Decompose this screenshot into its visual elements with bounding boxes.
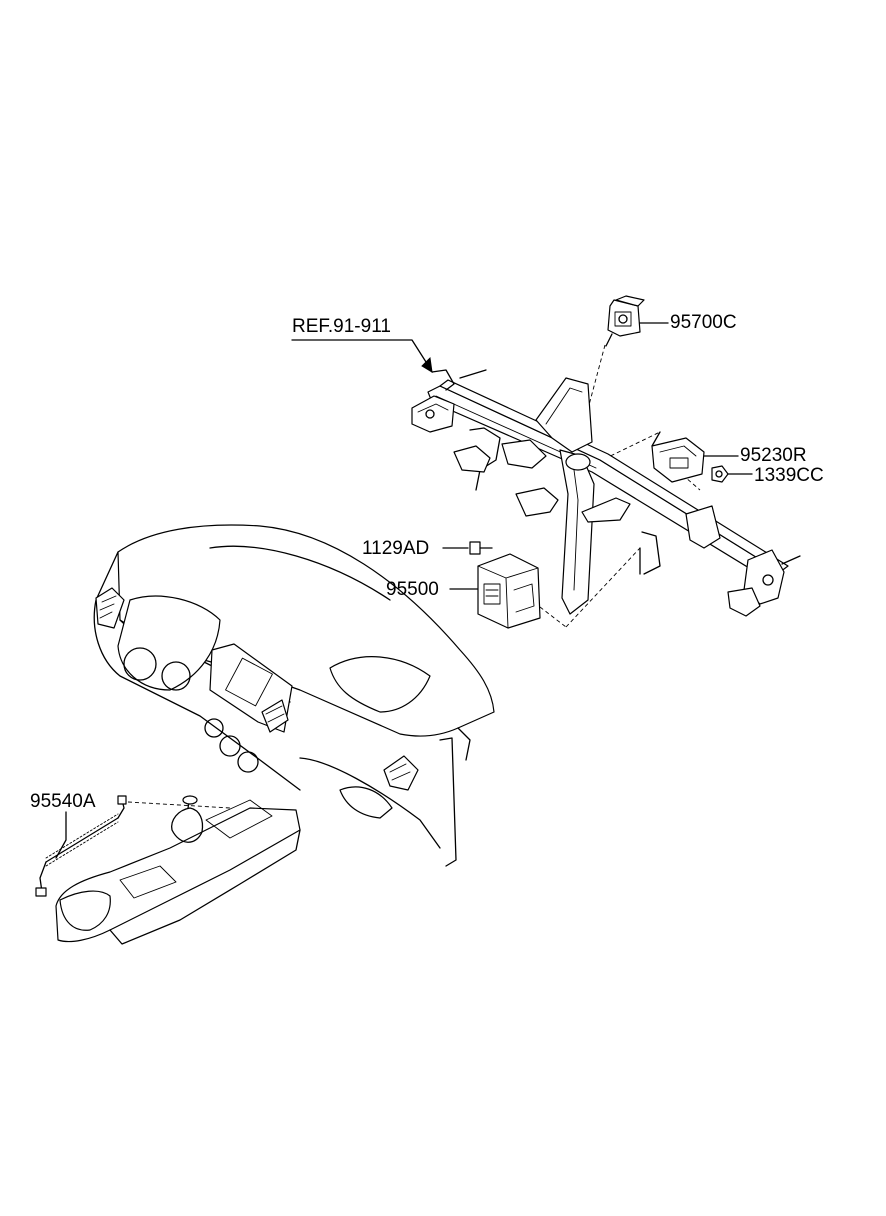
dash-95230R-a	[597, 431, 661, 463]
dash-95500-a	[539, 606, 567, 628]
dash-95540A	[127, 801, 231, 809]
label-95230R: 95230R	[740, 445, 807, 466]
ref-label: REF.91-911	[292, 316, 391, 337]
ref-arrowhead	[421, 356, 433, 373]
leader-95540A	[55, 811, 67, 859]
part-95230R-bracket	[651, 431, 705, 483]
part-95500-module	[477, 553, 541, 629]
label-1339CC: 1339CC	[754, 465, 824, 486]
center-console	[55, 795, 301, 945]
part-95700C-sensor	[605, 295, 645, 347]
label-1129AD: 1129AD	[362, 538, 430, 559]
part-95540A-harness	[35, 795, 127, 897]
cowl-cross-bar	[411, 369, 801, 617]
ref-leader	[291, 339, 427, 363]
part-1339CC-nut	[711, 465, 729, 483]
label-95700C: 95700C	[670, 312, 737, 333]
label-95500: 95500	[386, 579, 439, 600]
label-95540A: 95540A	[30, 791, 96, 812]
dashboard	[93, 524, 495, 867]
part-1129AD-bolt	[469, 541, 493, 555]
